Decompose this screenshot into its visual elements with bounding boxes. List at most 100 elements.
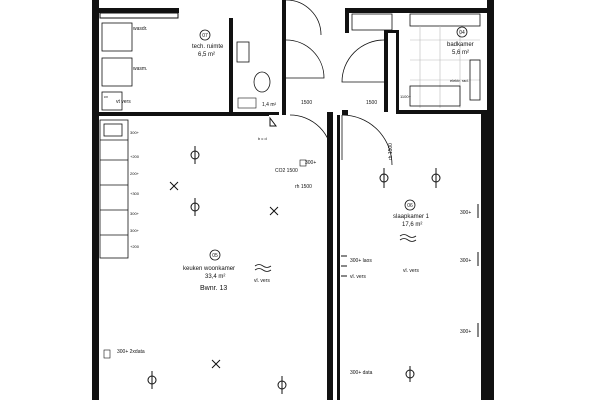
label-kitchen-6: +200 — [130, 244, 140, 249]
label-wasmachine: wasm. — [133, 66, 147, 72]
dryer — [101, 22, 133, 52]
label-bedroom-socket-a: 300+ — [460, 210, 471, 216]
wall-top-bath — [345, 8, 487, 13]
room-bedroom-number-circle — [404, 199, 416, 211]
label-living-2xdata: 300+ 2xdata — [117, 349, 145, 355]
radiator-living-icon — [254, 264, 272, 272]
washing-machine — [101, 57, 133, 87]
kitchen-sink — [103, 123, 123, 137]
bath-radiator — [469, 59, 481, 101]
cv-unit — [101, 91, 123, 111]
door-arc-bath — [341, 39, 385, 83]
room-tech-area: 6,5 m² — [198, 52, 215, 58]
wall-bath-stub — [345, 13, 349, 33]
label-bath-socket: 1100+ — [400, 94, 412, 99]
label-kitchen-3: +300 — [130, 191, 140, 196]
room-bath-number: 04 — [459, 30, 465, 36]
door-arc-living — [289, 114, 333, 158]
wall-living-top-right — [229, 112, 279, 115]
label-door-width-1: 1500 — [301, 100, 312, 106]
label-bedroom-vl: vl. vers — [350, 274, 366, 280]
wc-toilet — [253, 71, 271, 93]
room-bathroom: 04 badkamer 5,6 m² elektr. rad. 1100+ — [351, 13, 481, 108]
room-tech: 07 tech. ruimte 6,5 m² — [192, 29, 224, 58]
label-kitchen-2: 200+ — [130, 171, 140, 176]
room-tech-name: tech. ruimte — [192, 44, 224, 50]
label-rh: rh 1500 — [295, 184, 312, 190]
wall-tech-living — [99, 112, 269, 116]
room-bedroom-number: 06 — [407, 203, 413, 209]
label-kitchen-4: 300+ — [130, 211, 140, 216]
label-kitchen-5: 300+ — [130, 228, 140, 233]
label-bedroom-laos: 300+ laos — [350, 258, 372, 264]
doors — [285, 0, 393, 166]
room-living-number: 05 — [212, 253, 218, 259]
wall-right-exterior — [487, 0, 494, 400]
wc-cabinet — [237, 97, 257, 109]
bath-sink-unit — [409, 85, 461, 107]
switch-icon — [269, 116, 277, 127]
door-arc-bedroom — [341, 114, 393, 166]
room-living-number-circle — [209, 249, 221, 261]
wall-tech-wc — [229, 18, 233, 113]
label-bedroom-socket-b: 300+ — [460, 258, 471, 264]
wall-left-exterior — [92, 0, 99, 400]
label-switches: b c d — [258, 136, 267, 141]
label-bath-radiator: elektr. rad. — [450, 78, 469, 83]
label-kitchen-0: 300+ — [130, 130, 140, 135]
radiator-bedroom-icon — [399, 234, 417, 242]
room-bedroom-name: slaapkamer 1 — [393, 214, 430, 220]
room-bath-name: badkamer — [447, 42, 474, 48]
ceiling-light-icon — [211, 359, 221, 369]
walls — [92, 0, 494, 400]
label-wasdroger: wasdr. — [133, 26, 147, 32]
kitchen-counter — [99, 119, 129, 259]
room-wc-area: 1,4 m² — [262, 102, 277, 108]
room-living-area: 33,4 m² — [205, 274, 225, 280]
label-rh-door: rh 1500 — [388, 143, 394, 160]
label-cv: cv — [104, 94, 108, 99]
door-arc-wc — [285, 39, 325, 79]
ceiling-light-icon — [269, 206, 279, 216]
bath-cabinet — [351, 13, 393, 31]
wall-bath-corner — [384, 30, 398, 33]
label-bedroom-socket-c: 300+ — [460, 329, 471, 335]
data-outlet — [103, 349, 111, 359]
bath-shower-top — [409, 13, 481, 27]
wall-top-tech — [99, 8, 179, 13]
room-bath-area: 5,6 m² — [452, 50, 469, 56]
bedroom-fixtures — [341, 168, 479, 382]
wall-wc-hall — [282, 0, 286, 115]
sensor-box — [299, 159, 307, 167]
room-tech-number: 07 — [202, 33, 208, 39]
room-bedroom: 06 slaapkamer 1 17,6 m² vl. vers — [393, 199, 430, 274]
wall-bedroom-right — [481, 114, 487, 400]
room-tech-number-circle — [199, 29, 211, 41]
tech-box — [99, 12, 179, 19]
door-arc-top — [285, 0, 322, 36]
ceiling-light-icon — [169, 181, 179, 191]
room-living: 05 keuken woonkamer 33,4 m² Bwnr. 13 vl.… — [183, 249, 272, 292]
room-bedroom-area: 17,6 m² — [402, 222, 422, 228]
wall-bath-left — [396, 30, 399, 110]
label-door-width-2: 1500 — [366, 100, 377, 106]
room-living-unit: Bwnr. 13 — [200, 285, 227, 292]
room-bedroom-ventilation: vl. vers — [403, 268, 419, 274]
kitchen-cabinet-run — [99, 119, 129, 259]
room-living-name: keuken woonkamer — [183, 266, 235, 272]
label-co2: CO2 1500 — [275, 168, 298, 174]
living-fixtures — [147, 116, 287, 394]
wall-bedroom-top — [342, 110, 348, 115]
label-bedroom-data: 300+ data — [350, 370, 373, 376]
washing-area — [101, 22, 133, 111]
room-living-ventilation: vl. vers — [254, 278, 270, 284]
label-living-300: 300+ — [305, 160, 316, 166]
label-vt-vers: vt vers — [116, 99, 131, 105]
wc-sink — [236, 41, 250, 63]
wall-bedroom-left-inner — [337, 115, 340, 400]
wall-bath-bedroom — [396, 110, 487, 114]
room-wc: 1,4 m² — [236, 41, 277, 109]
wall-living-bedroom — [327, 112, 333, 400]
label-kitchen-1: +200 — [130, 154, 140, 159]
